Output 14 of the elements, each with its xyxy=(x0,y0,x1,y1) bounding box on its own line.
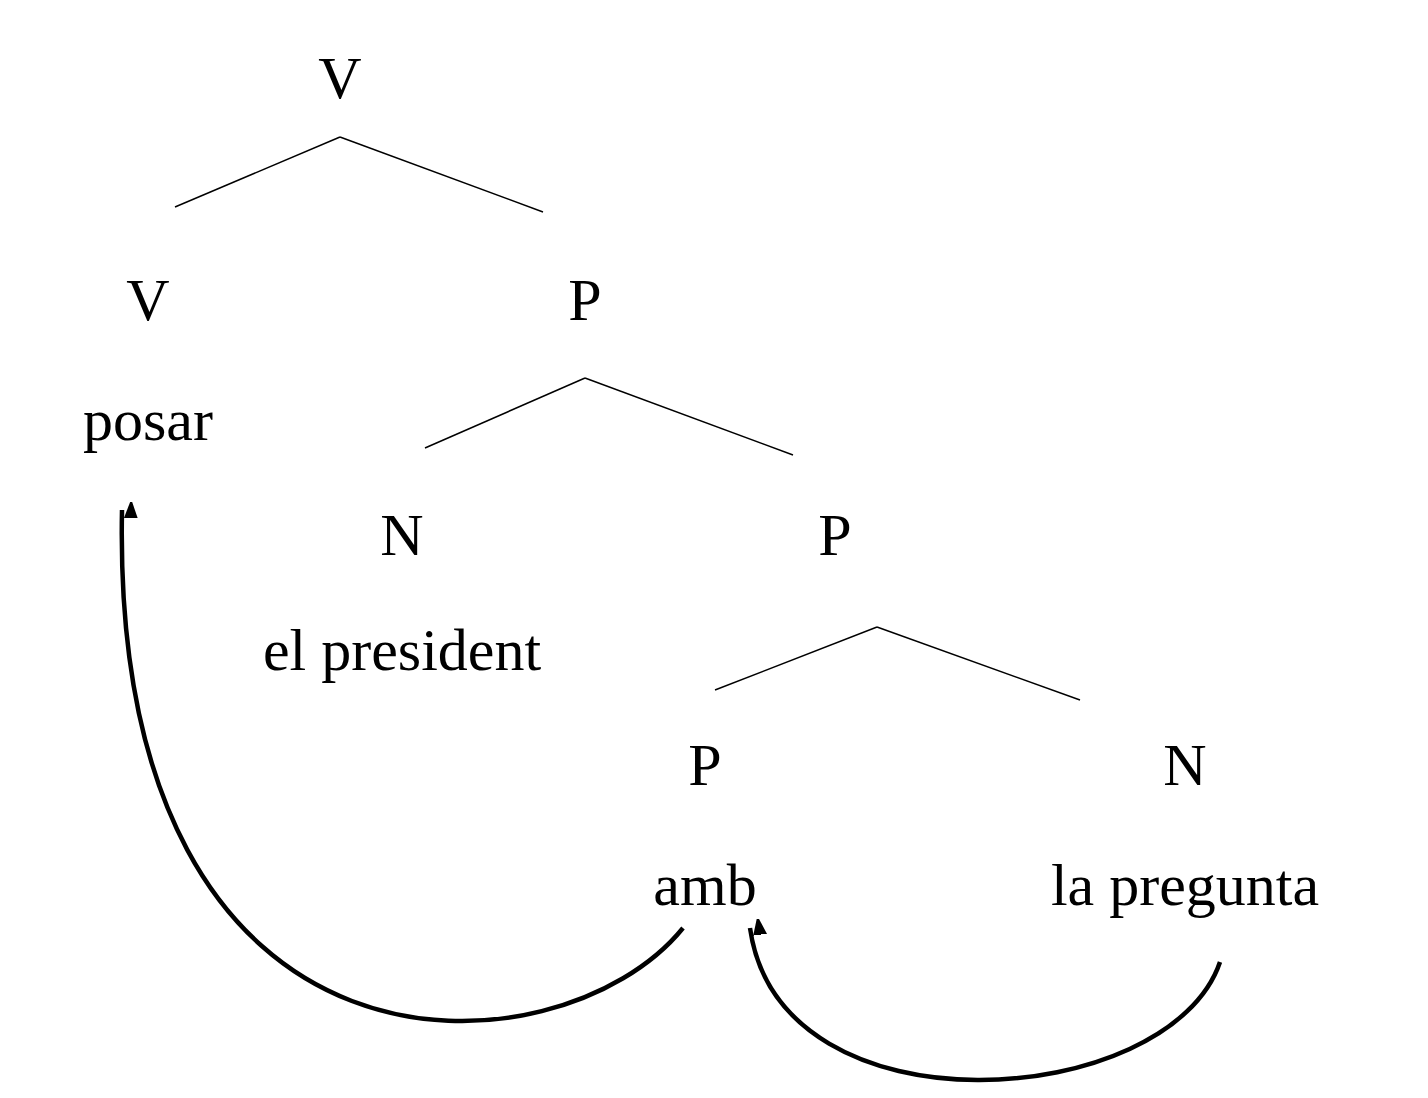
category-label: P xyxy=(568,270,602,330)
tree-branch-line xyxy=(584,377,794,456)
tree-branch-line xyxy=(339,136,544,213)
tree-branch-line xyxy=(174,136,341,208)
word-label: amb xyxy=(653,855,757,915)
category-label: V xyxy=(318,48,362,108)
category-label: P xyxy=(688,735,722,795)
category-label: V xyxy=(126,270,170,330)
category-label: P xyxy=(818,505,852,565)
category-label: N xyxy=(380,505,424,565)
tree-branch-line xyxy=(876,626,1081,701)
tree-branch-line xyxy=(714,626,878,691)
tree-branch-line xyxy=(424,377,586,449)
category-label: N xyxy=(1163,735,1207,795)
